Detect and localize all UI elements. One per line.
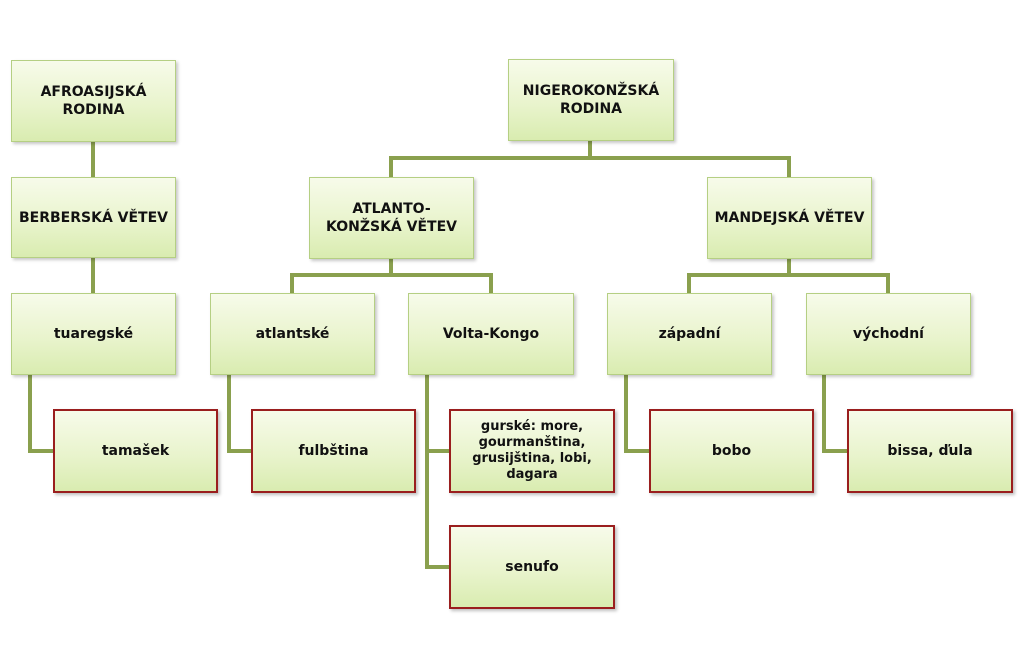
connector-atlantske-fulbstina — [227, 375, 251, 453]
node-bobo: bobo — [649, 409, 814, 493]
connector-tuaregske-tamasek — [28, 375, 53, 453]
node-senufo: senufo — [449, 525, 615, 609]
node-label: ATLANTO-KONŽSKÁ VĚTEV — [326, 201, 457, 235]
connector-atlanto-bar — [290, 273, 493, 293]
node-fulbstina: fulbština — [251, 409, 416, 493]
node-label: východní — [853, 326, 924, 342]
node-label: senufo — [505, 559, 559, 575]
node-label: západní — [658, 326, 721, 342]
node-gurske: gurské: more, gourmanština, grusijština,… — [449, 409, 615, 493]
connector-vychodni-bissa — [822, 375, 847, 453]
node-label: fulbština — [298, 443, 369, 459]
node-vychodni: východní — [806, 293, 971, 375]
connector-branch-bar — [389, 156, 791, 177]
node-afroasijska-rodina: AFROASIJSKÁ RODINA — [11, 60, 176, 142]
node-berberska-vetev: BERBERSKÁ VĚTEV — [11, 177, 176, 258]
node-tuaregske: tuaregské — [11, 293, 176, 375]
node-atlanto-konzska-vetev: ATLANTO-KONŽSKÁ VĚTEV — [309, 177, 474, 259]
node-atlantske: atlantské — [210, 293, 375, 375]
node-nigerokonzska-rodina: NIGEROKONŽSKÁ RODINA — [508, 59, 674, 141]
node-bissa-dula: bissa, ďula — [847, 409, 1013, 493]
node-label: gurské: more, gourmanština, grusijština,… — [472, 419, 592, 482]
node-label: tamašek — [101, 443, 170, 459]
connector-zapadni-bobo — [624, 375, 649, 453]
node-label: bobo — [711, 443, 752, 459]
node-label: BERBERSKÁ VĚTEV — [18, 209, 169, 226]
node-label: atlantské — [255, 326, 330, 342]
node-label: Volta-Kongo — [442, 326, 540, 342]
node-volta-kongo: Volta-Kongo — [408, 293, 574, 375]
node-label: MANDEJSKÁ VĚTEV — [714, 210, 865, 226]
connector-mandejska-bar — [687, 273, 890, 293]
node-tamasek: tamašek — [53, 409, 218, 493]
connector-volta-leaves — [425, 375, 449, 569]
node-label: NIGEROKONŽSKÁ RODINA — [522, 83, 660, 117]
node-label: bissa, ďula — [887, 443, 973, 459]
node-label: tuaregské — [53, 326, 134, 342]
node-zapadni: západní — [607, 293, 772, 375]
node-label: AFROASIJSKÁ RODINA — [40, 84, 147, 118]
node-mandejska-vetev: MANDEJSKÁ VĚTEV — [707, 177, 872, 259]
